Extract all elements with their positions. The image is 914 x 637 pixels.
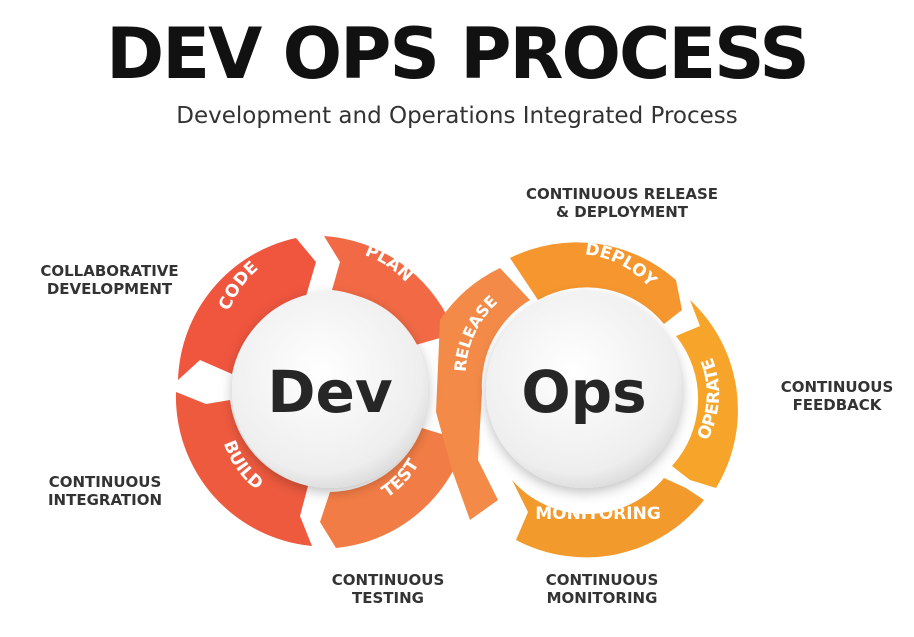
annotation-line: CONTINUOUS <box>545 571 659 589</box>
annotation-line: CONTINUOUS <box>331 571 445 589</box>
annotation-collaborative-development: COLLABORATIVE DEVELOPMENT <box>22 262 197 298</box>
dev-hub <box>232 292 428 488</box>
dev-hub-label: Dev <box>267 358 392 426</box>
segment-monitoring <box>512 478 704 558</box>
segment-release <box>436 268 530 520</box>
ops-hub-label: Ops <box>521 358 646 426</box>
annotation-line: TESTING <box>352 589 424 607</box>
annotation-continuous-monitoring: CONTINUOUS MONITORING <box>532 571 672 607</box>
annotation-line: DEVELOPMENT <box>46 280 173 298</box>
annotation-line: COLLABORATIVE <box>40 262 179 280</box>
annotation-continuous-feedback: CONTINUOUS FEEDBACK <box>770 378 904 414</box>
segment-plan <box>324 236 452 346</box>
segment-build <box>175 392 312 546</box>
annotation-line: MONITORING <box>546 589 658 607</box>
segment-operate <box>672 300 738 488</box>
ops-hub <box>486 292 682 488</box>
annotation-line: CONTINUOUS RELEASE <box>525 185 719 203</box>
page-subtitle: Development and Operations Integrated Pr… <box>176 103 738 129</box>
segment-deploy <box>510 242 682 324</box>
segment-code <box>178 238 316 380</box>
annotation-continuous-release-deployment: CONTINUOUS RELEASE & DEPLOYMENT <box>512 185 732 221</box>
annotation-line: CONTINUOUS <box>780 378 894 396</box>
annotation-continuous-testing: CONTINUOUS TESTING <box>318 571 458 607</box>
segment-test <box>320 420 470 548</box>
segment-monitoring-label: MONITORING <box>535 504 661 524</box>
page-title: DEV OPS PROCESS <box>106 13 810 95</box>
annotation-line: INTEGRATION <box>47 491 163 509</box>
annotation-continuous-integration: CONTINUOUS INTEGRATION <box>30 473 180 509</box>
annotation-line: & DEPLOYMENT <box>555 203 689 221</box>
annotation-line: FEEDBACK <box>792 396 882 414</box>
annotation-line: CONTINUOUS <box>48 473 162 491</box>
